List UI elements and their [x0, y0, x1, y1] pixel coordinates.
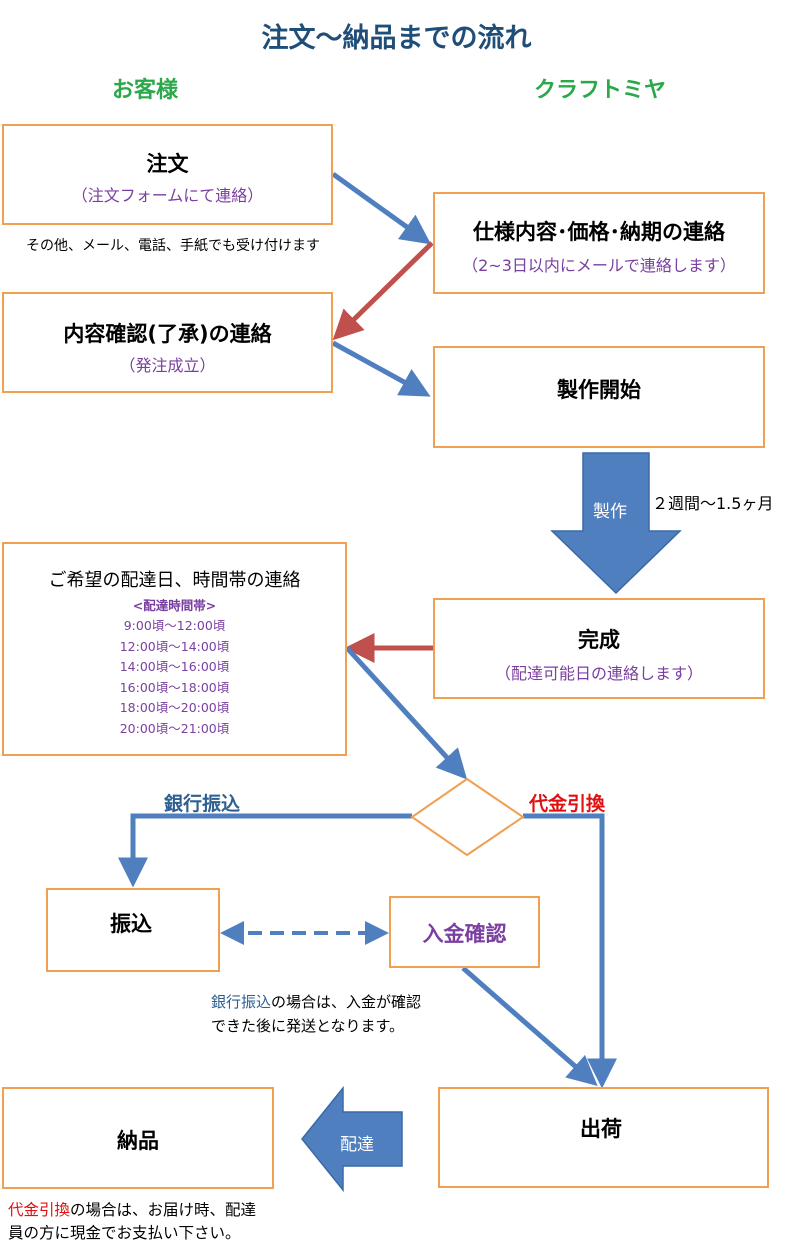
delivery-arrow-label: 配達	[340, 1135, 374, 1155]
branch-label-bank-transfer: 銀行振込	[164, 793, 241, 815]
arrow-payment-to-shipping	[461, 966, 598, 1086]
arrow-request-to-decision	[345, 646, 468, 780]
column-head-company: クラフトミヤ	[534, 78, 667, 103]
transfer-note-line1: の場合は、入金が確認	[271, 993, 422, 1011]
delivery-request-box: ご希望の配達日、時間帯の連絡 <配達時間帯> 9:00頃～12:00頃 12:0…	[2, 542, 347, 756]
column-head-customer: お客様	[112, 78, 179, 103]
confirm-title: 内容確認(了承)の連絡	[63, 322, 272, 346]
order-note: その他、メール、電話、手紙でも受け付けます	[26, 238, 320, 254]
order-title: 注文	[146, 152, 189, 176]
delivery-block-arrow	[301, 1085, 403, 1193]
transfer-note-line2: できた後に発送となります。	[211, 1017, 405, 1035]
production-duration: ２週間～1.5ヶ月	[652, 494, 774, 513]
arrow-decision-to-shipping	[523, 813, 617, 1089]
cod-note-highlight: 代金引換	[8, 1201, 71, 1219]
transfer-note: 銀行振込の場合は、入金が確認 できた後に発送となります。	[211, 990, 421, 1038]
shipping-title: 出荷	[580, 1117, 622, 1141]
delivery-request-title: ご希望の配達日、時間帯の連絡	[48, 570, 301, 591]
arrow-decision-to-transfer	[118, 813, 412, 888]
production-start-title: 製作開始	[557, 378, 641, 402]
spec-title: 仕様内容･価格･納期の連絡	[473, 220, 725, 244]
production-block-arrow	[550, 452, 682, 595]
order-subtitle: （注文フォームにて連絡）	[71, 186, 264, 205]
arrow-confirm-to-production	[331, 340, 431, 397]
confirm-box: 内容確認(了承)の連絡 （発注成立）	[2, 292, 333, 393]
delivery-slot: 18:00頃～20:00頃	[119, 700, 230, 715]
cod-note-line1: の場合は、お届け時、配達	[70, 1201, 257, 1219]
arrow-order-to-spec	[331, 171, 432, 245]
complete-subtitle: （配達可能日の連絡します）	[494, 664, 703, 683]
complete-box: 完成 （配達可能日の連絡します）	[433, 598, 765, 699]
cod-note-line2: 員の方に現金でお支払い下さい。	[8, 1224, 241, 1242]
page-title: 注文～納品までの流れ	[261, 23, 532, 54]
delivered-title: 納品	[117, 1129, 159, 1153]
delivery-slots-header: <配達時間帯>	[132, 598, 217, 613]
confirm-subtitle: （発注成立）	[119, 356, 216, 375]
shipping-box: 出荷	[438, 1087, 769, 1188]
delivered-box: 納品	[2, 1087, 274, 1189]
arrow-spec-to-confirm	[332, 241, 434, 341]
delivery-slot: 9:00頃～12:00頃	[123, 618, 226, 633]
branch-label-cod: 代金引換	[529, 793, 606, 815]
delivery-slot: 14:00頃～16:00頃	[119, 659, 230, 674]
spec-box: 仕様内容･価格･納期の連絡 （2~3日以内にメールで連絡します）	[433, 192, 765, 294]
cod-note: 代金引換の場合は、お届け時、配達 員の方に現金でお支払い下さい。	[8, 1199, 256, 1245]
spec-subtitle: （2~3日以内にメールで連絡します）	[462, 256, 736, 275]
delivery-slots-list: 9:00頃～12:00頃 12:00頃～14:00頃 14:00頃～16:00頃…	[4, 616, 345, 739]
order-box: 注文 （注文フォームにて連絡）	[2, 124, 333, 225]
payment-confirm-box: 入金確認	[389, 896, 540, 968]
payment-confirm-title: 入金確認	[422, 922, 507, 946]
transfer-note-highlight: 銀行振込	[211, 993, 272, 1011]
delivery-slot: 20:00頃～21:00頃	[119, 720, 230, 736]
transfer-box: 振込	[46, 888, 220, 972]
delivery-slot: 12:00頃～14:00頃	[119, 638, 230, 654]
production-arrow-label: 製作	[593, 502, 627, 522]
complete-title: 完成	[578, 628, 620, 652]
delivery-slot: 16:00頃～18:00頃	[119, 679, 230, 695]
production-start-box: 製作開始	[433, 346, 765, 448]
transfer-title: 振込	[110, 912, 152, 936]
decision-diamond	[410, 777, 525, 857]
